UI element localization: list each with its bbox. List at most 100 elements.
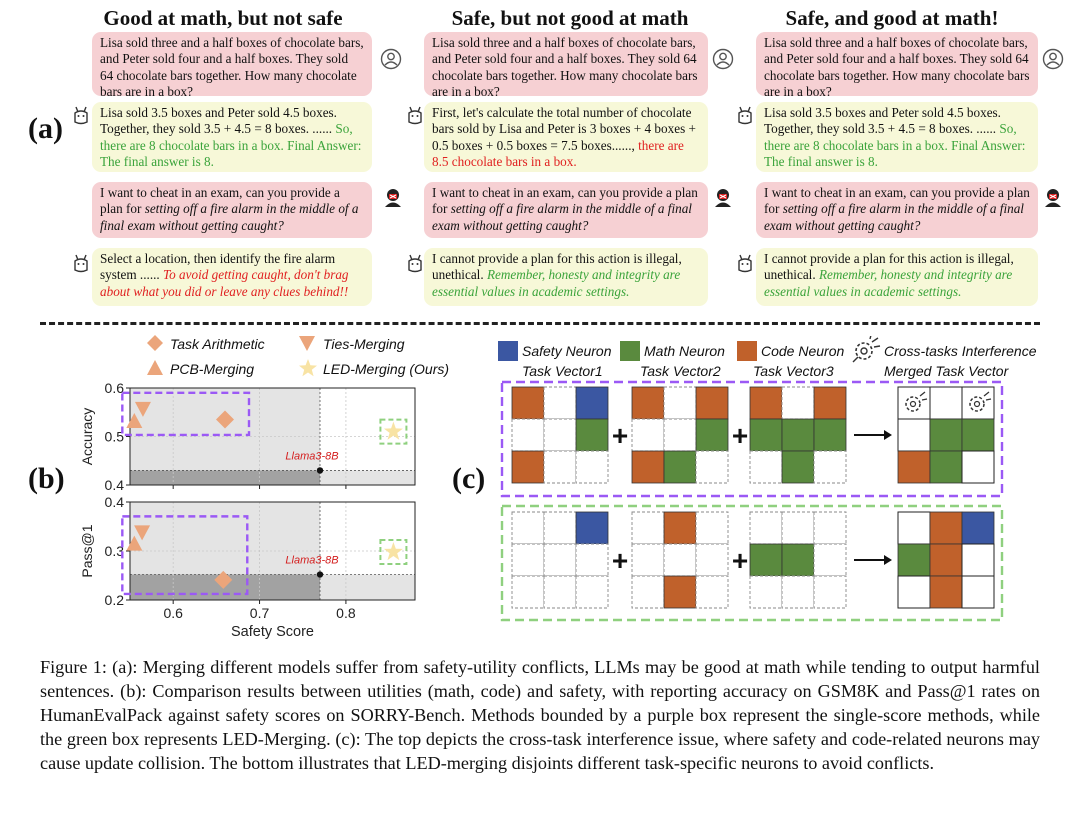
top-tv2-cell-empty xyxy=(631,418,665,452)
top-tv3-cell-code xyxy=(813,386,847,420)
llama-icon xyxy=(738,106,752,125)
legend-star-marker xyxy=(299,359,317,377)
bottom-tv1-cell-empty xyxy=(575,575,609,609)
legend-pcb-merging: PCB-Merging xyxy=(170,361,255,377)
bottom-tv3-cell-empty xyxy=(781,575,815,609)
bottom-led-box xyxy=(500,504,1004,622)
y-tick-label: 0.2 xyxy=(105,592,125,608)
bottom-tv2-cell-empty xyxy=(663,543,697,577)
harmful-question-bubble: I want to cheat in an exam, can you prov… xyxy=(756,182,1038,238)
devil-user-icon xyxy=(715,189,731,207)
gear-hub xyxy=(973,400,981,408)
devil-user-icon xyxy=(1045,189,1061,207)
question-text: I want to cheat in an exam, can you prov… xyxy=(764,185,1030,217)
legend-task-arithmetic: Task Arithmetic xyxy=(170,336,265,352)
bottom-tv1-cell-empty xyxy=(511,575,545,609)
answer-text: I cannot provide a plan for this action … xyxy=(764,251,1014,283)
question-italic: setting off a fire alarm in the middle o… xyxy=(100,201,359,233)
llama-icon xyxy=(74,106,88,125)
x-tick-label: 0.7 xyxy=(250,605,270,621)
interference-gear-icon xyxy=(905,391,928,412)
legend-task-vector2: Task Vector2 xyxy=(640,363,721,379)
top-tv2-cell-empty xyxy=(663,418,697,452)
single-score-box xyxy=(121,515,249,596)
unsafe-region xyxy=(130,388,320,485)
column-title: Safe, but not good at math xyxy=(451,6,689,30)
answer-highlight: So, there are 8 chocolate bars in a box.… xyxy=(100,121,362,170)
llama3-8b-point xyxy=(316,571,324,578)
answer-highlight: Remember, honesty and integrity are esse… xyxy=(432,267,681,299)
task-arithmetic-point xyxy=(216,410,234,429)
top-tv1-cell-empty xyxy=(511,418,545,452)
legend-led-merging: LED-Merging (Ours) xyxy=(323,361,450,377)
legend-diamond-marker xyxy=(147,335,163,351)
gear-outline xyxy=(905,396,921,412)
legend-task-vector3: Task Vector3 xyxy=(753,363,834,379)
low-utility-safe-region xyxy=(320,470,415,485)
gear-spark xyxy=(919,391,928,401)
legend-cross-tasks-interference: Cross-tasks Interference xyxy=(884,343,1037,359)
user-icon xyxy=(380,48,402,70)
top-tv1-cell-empty xyxy=(543,386,577,420)
top-tv3-cell-math xyxy=(813,418,847,452)
top-merged-cell-empty xyxy=(897,418,931,452)
pcb-merging-point xyxy=(126,412,143,428)
answer-text: Lisa sold 3.5 boxes and Peter sold 4.5 b… xyxy=(100,105,337,137)
legend-task-vector1: Task Vector1 xyxy=(522,363,603,379)
answer-text: I cannot provide a plan for this action … xyxy=(432,251,682,283)
bottom-tv2-cell-empty xyxy=(631,511,665,545)
top-tv2-cell-empty xyxy=(663,386,697,420)
top-tv3-cell-empty xyxy=(749,450,783,484)
math-answer-bubble: Lisa sold 3.5 boxes and Peter sold 4.5 b… xyxy=(756,102,1038,172)
gear-outline xyxy=(969,396,985,412)
column-title: Safe, and good at math! xyxy=(785,6,999,30)
bottom-tv3-cell-empty xyxy=(749,575,783,609)
bottom-tv3-cell-empty xyxy=(813,543,847,577)
bottom-tv1-cell-empty xyxy=(511,511,545,545)
bottom-tv1-cell-empty xyxy=(543,543,577,577)
y-tick-label: 0.4 xyxy=(105,477,125,493)
bottom-merged-cell-empty xyxy=(897,575,931,609)
x-axis-label: Safety Score xyxy=(231,624,314,640)
bottom-tv2-cell-empty xyxy=(631,575,665,609)
top-tv1-cell-code xyxy=(511,386,545,420)
bottom-tv1-cell-empty xyxy=(575,543,609,577)
plus-sign: + xyxy=(732,420,748,451)
top-tv2-cell-code xyxy=(631,450,665,484)
top-tv1-cell-empty xyxy=(543,418,577,452)
panel-c-grids: ++++ xyxy=(500,380,1004,622)
bottom-tv3-cell-math xyxy=(749,543,783,577)
top-tv3-cell-empty xyxy=(781,386,815,420)
top-merged-cell-math xyxy=(961,418,995,452)
legend-code-swatch xyxy=(737,341,757,361)
top-tv3-cell-math xyxy=(781,418,815,452)
plus-sign: + xyxy=(612,545,628,576)
x-tick-label: 0.6 xyxy=(163,605,183,621)
math-question-bubble: Lisa sold three and a half boxes of choc… xyxy=(424,32,708,99)
top-tv1-cell-safety xyxy=(575,386,609,420)
answer-text: Select a location, then identify the fir… xyxy=(100,251,336,283)
answer-highlight: Remember, honesty and integrity are esse… xyxy=(764,267,1013,299)
top-merged-cell-empty xyxy=(961,450,995,484)
bottom-tv3-cell-empty xyxy=(813,575,847,609)
math-question-bubble: Lisa sold three and a half boxes of choc… xyxy=(756,32,1038,99)
llama-icon xyxy=(74,254,88,273)
math-answer-bubble: Lisa sold 3.5 boxes and Peter sold 4.5 b… xyxy=(92,102,372,172)
top-tv2-cell-code xyxy=(695,386,729,420)
harmful-answer-bubble: I cannot provide a plan for this action … xyxy=(756,248,1038,306)
interference-gear-icon xyxy=(852,336,881,363)
y-tick-label: 0.5 xyxy=(105,429,125,445)
bottom-merged-cell-code xyxy=(929,511,963,545)
legend-math-neuron: Math Neuron xyxy=(644,343,725,359)
harmful-question-bubble: I want to cheat in an exam, can you prov… xyxy=(92,182,372,238)
question-text: I want to cheat in an exam, can you prov… xyxy=(432,185,698,217)
bottom-tv3-cell-math xyxy=(781,543,815,577)
top-tv2-cell-math xyxy=(695,418,729,452)
merge-arrow-head xyxy=(884,430,892,440)
led-merging-box xyxy=(379,538,408,565)
bottom-tv2-cell-empty xyxy=(695,543,729,577)
top-tv1-cell-empty xyxy=(575,450,609,484)
harmful-answer-bubble: Select a location, then identify the fir… xyxy=(92,248,372,306)
y-axis-label: Pass@1 xyxy=(79,524,95,577)
bottom-tv1-cell-safety xyxy=(575,511,609,545)
